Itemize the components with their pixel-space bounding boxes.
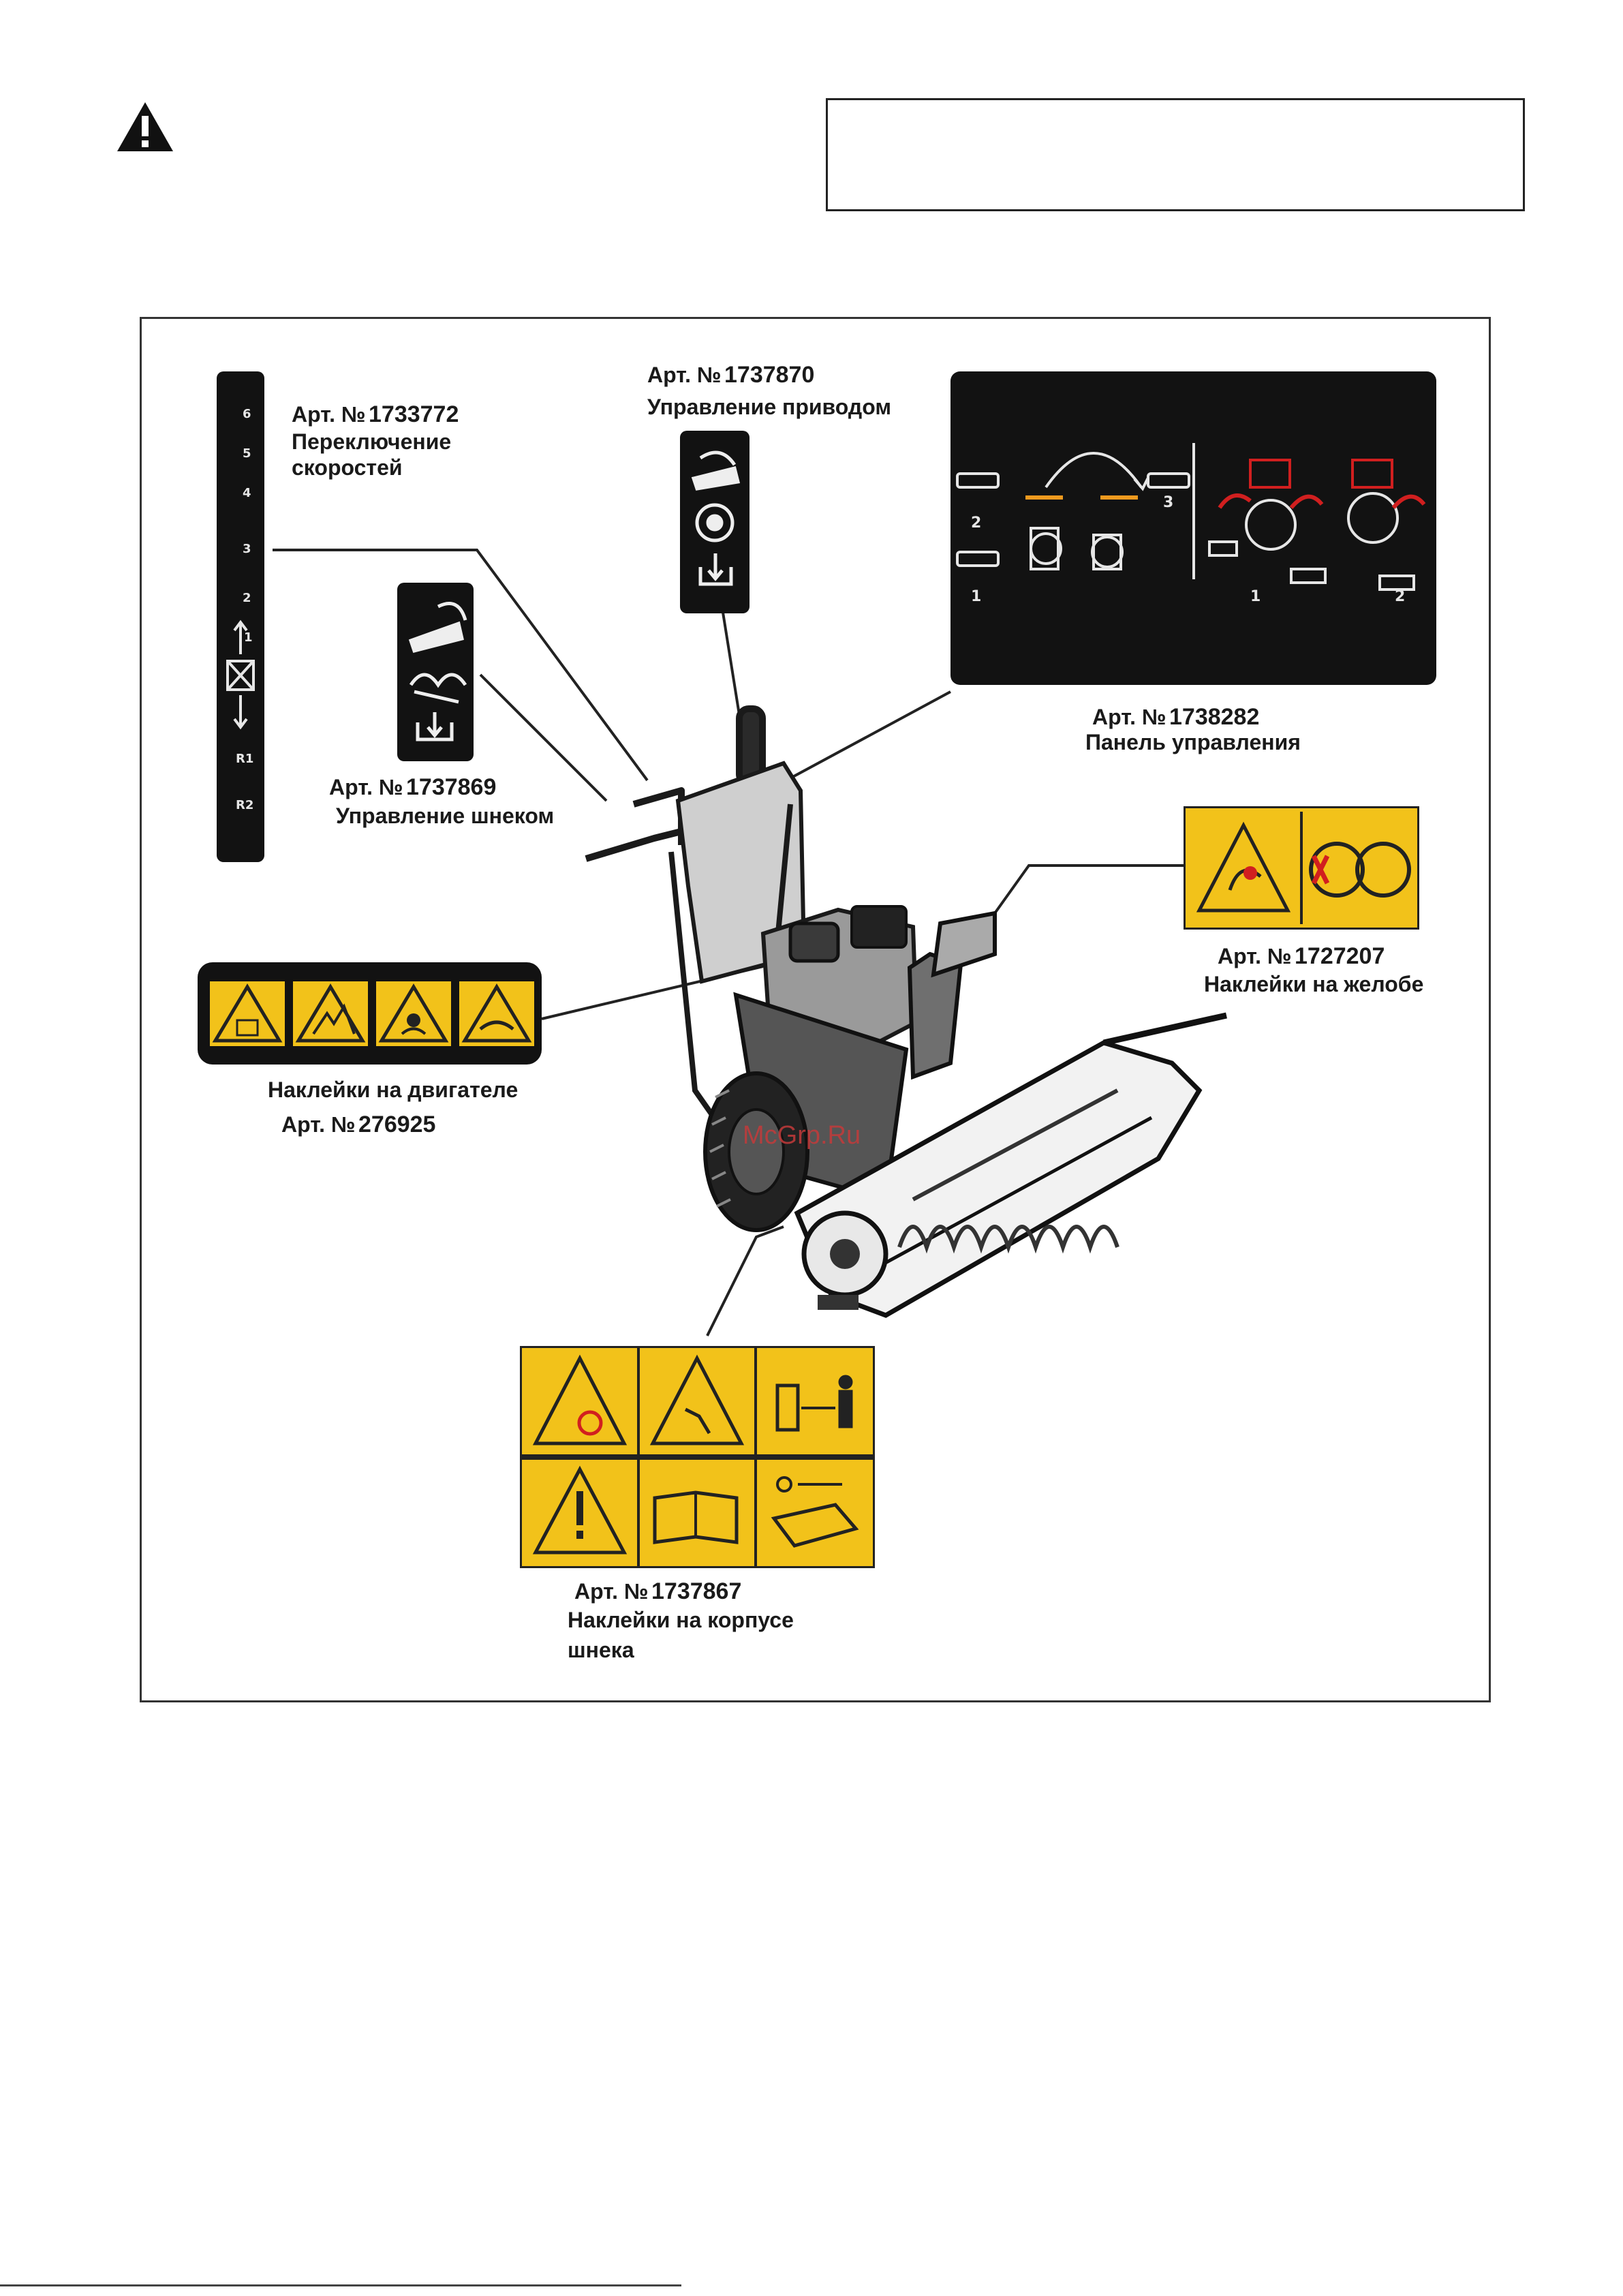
callout-control-panel: Арт. № 1738282: [1092, 703, 1259, 731]
callout-desc: Наклейки на двигателе: [268, 1077, 518, 1103]
art-number: 1737869: [406, 774, 496, 800]
art-number: 1737870: [724, 362, 814, 388]
control-panel-decal: 2 3 1 1 2: [950, 371, 1436, 685]
chute-decal: [1184, 806, 1419, 930]
gear-tick: R2: [236, 798, 253, 812]
panel-step-number: 2: [971, 515, 981, 532]
gear-shift-ticks: 6 5 4 3 2 1 R1 R2: [217, 371, 264, 862]
art-label: Арт. №: [647, 363, 722, 387]
art-label: Арт. №: [1092, 705, 1166, 729]
art-number: 1738282: [1169, 704, 1259, 730]
drive-control-icons: [680, 431, 749, 613]
control-panel-diagram: [950, 371, 1436, 685]
panel-step-number: 1: [971, 588, 981, 605]
art-number: 276925: [358, 1112, 435, 1137]
art-number: 1733772: [369, 401, 459, 427]
gear-tick: R1: [236, 752, 253, 766]
callout-desc: шнека: [568, 1637, 634, 1663]
art-number: 1737867: [651, 1578, 741, 1604]
auger-control-decal: [397, 583, 474, 761]
chute-warning-icons: [1186, 808, 1417, 928]
callout-chute: Арт. № 1727207: [1218, 943, 1385, 970]
callout-desc: Управление приводом: [647, 394, 891, 420]
gear-tick: 6: [243, 407, 251, 421]
auger-housing-decal: [520, 1346, 875, 1568]
engine-warning-icons: [198, 962, 542, 1065]
panel-step-number: 2: [1395, 588, 1405, 605]
callout-desc: скоростей: [292, 455, 459, 480]
panel-step-number: 3: [1163, 494, 1173, 511]
drive-control-decal: [680, 431, 749, 613]
callout-desc: Наклейки на желобе: [1204, 971, 1423, 997]
callout-desc: Наклейки на корпусе: [568, 1607, 794, 1633]
gear-tick: 3: [243, 542, 251, 556]
auger-housing-icons: [522, 1348, 873, 1566]
callout-desc: Панель управления: [1085, 729, 1301, 755]
art-number: 1727207: [1295, 943, 1385, 969]
art-label: Арт. №: [574, 1579, 649, 1604]
callout-auger-housing: Арт. № 1737867: [574, 1578, 741, 1606]
callout-desc: Управление шнеком: [336, 803, 554, 829]
auger-control-icons: [397, 583, 474, 761]
watermark-text: McGrp.Ru: [743, 1121, 861, 1150]
art-label: Арт. №: [329, 775, 403, 799]
callout-auger-control: Арт. № 1737869: [329, 774, 496, 801]
engine-decal: [198, 962, 542, 1065]
footer-rule: [0, 2284, 681, 2286]
panel-step-number: 1: [1250, 588, 1261, 605]
callout-gear-shift: Арт. № 1733772 Переключение скоростей: [292, 401, 459, 481]
gear-direction-icon: [222, 617, 259, 733]
art-label: Арт. №: [1218, 944, 1292, 968]
callout-engine: Арт. № 276925: [281, 1111, 435, 1139]
art-label: Арт. №: [292, 402, 366, 427]
art-label: Арт. №: [281, 1112, 356, 1137]
gear-tick: 4: [243, 486, 251, 500]
gear-tick: 2: [243, 591, 251, 605]
callout-drive-control: Арт. № 1737870: [647, 361, 814, 389]
callout-desc: Переключение: [292, 429, 459, 455]
gear-tick: 5: [243, 446, 251, 461]
